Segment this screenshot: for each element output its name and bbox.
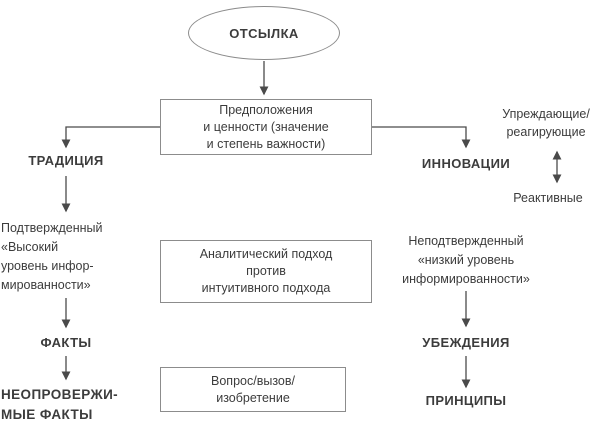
node-preemptive-line2: реагирующие [506,125,586,139]
node-confirmed-line1: Подтвержденный [1,221,103,235]
node-question: Вопрос/вызов/ изобретение [160,367,346,412]
node-unconfirmed-line1: Неподтвержденный [408,234,524,248]
node-unconfirmed: Неподтвержденный «низкий уровень информи… [376,232,556,289]
node-assumptions-line3: и степень важности) [206,136,326,151]
node-beliefs: УБЕЖДЕНИЯ [422,335,510,350]
node-question-line2: изобретение [216,390,290,405]
node-preemptive-reactive: Упреждающие/ реагирующие [502,105,590,141]
arrow-assumptions-to-tradition [61,126,160,149]
node-confirmed-line3: уровень инфор- [1,259,94,273]
node-reference: ОТСЫЛКА [188,6,340,60]
node-confirmed: Подтвержденный «Высокий уровень инфор- м… [1,219,102,295]
node-analytical-line1: Аналитический подход [199,247,333,261]
node-principles: ПРИНЦИПЫ [425,393,507,408]
node-irrefutable-line1: НЕОПРОВЕРЖИ- [1,387,119,402]
node-innovation: ИННОВАЦИИ [421,156,511,171]
node-confirmed-line2: «Высокий [1,240,59,254]
node-assumptions-line2: и ценности (значение [203,119,329,134]
node-irrefutable-facts: НЕОПРОВЕРЖИ- МЫЕ ФАКТЫ [1,385,118,425]
node-facts: ФАКТЫ [40,335,92,350]
node-assumptions-line1: Предположения [219,102,313,117]
node-analytical: Аналитический подход против интуитивного… [160,240,372,303]
node-reference-label: ОТСЫЛКА [229,25,299,41]
node-unconfirmed-line3: информированности» [402,272,530,286]
node-assumptions: Предположения и ценности (значение и сте… [160,99,372,155]
node-question-line1: Вопрос/вызов/ [211,373,295,388]
arrow-assumptions-to-innovation [372,126,471,149]
node-preemptive-line1: Упреждающие/ [502,107,590,121]
node-irrefutable-line2: МЫЕ ФАКТЫ [1,407,93,422]
node-unconfirmed-line2: «низкий уровень [417,253,515,267]
node-confirmed-line4: мированности» [1,278,91,292]
node-tradition: ТРАДИЦИЯ [28,153,104,168]
node-analytical-line3: интуитивного подхода [201,281,331,295]
node-reactive: Реактивные [513,191,583,205]
node-analytical-line2: против [246,264,286,278]
